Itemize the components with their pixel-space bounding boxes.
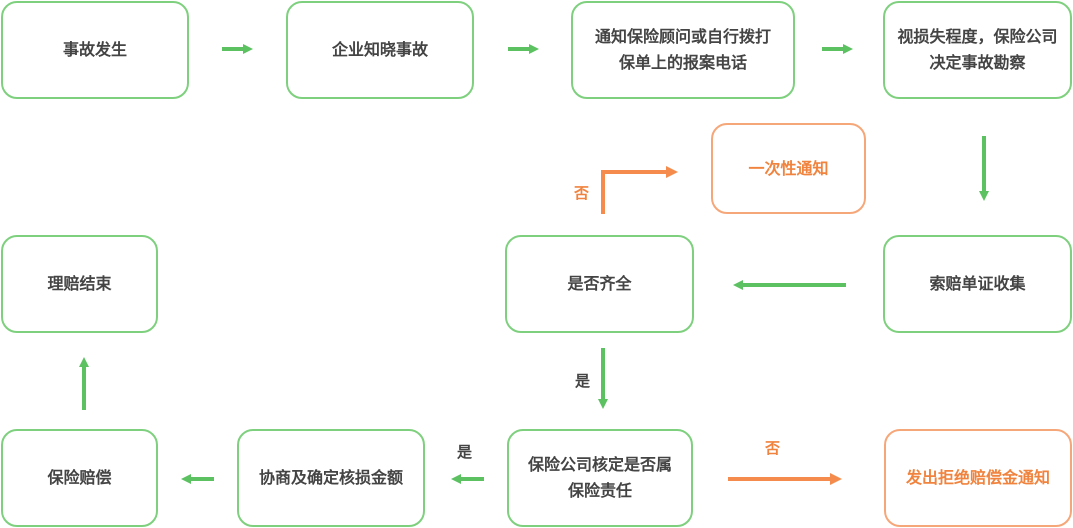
node-insurance-pay: 保险赔偿	[1, 429, 158, 527]
node-one-time-notice-label: 一次性通知	[748, 158, 829, 178]
arrow-check-no-to-notice	[601, 166, 678, 214]
label-no-bottom: 否	[765, 439, 781, 457]
node-negotiate-label: 协商及确定核损金额	[258, 468, 403, 487]
node-survey: 视损失程度，保险公司决定事故勘察	[883, 1, 1072, 99]
node-collect-docs: 索赔单证收集	[883, 235, 1072, 333]
node-liability-check: 保险公司核定是否属保险责任	[507, 429, 693, 527]
node-complete-check: 是否齐全	[505, 235, 694, 333]
label-yes-bottom: 是	[457, 443, 473, 461]
node-rejection-notice-label: 发出拒绝赔偿金通知	[905, 468, 1050, 487]
label-no-top: 否	[574, 184, 590, 202]
node-company-aware-label: 企业知晓事故	[331, 40, 428, 59]
node-accident-label: 事故发生	[62, 40, 127, 59]
node-liability-check-label: 保险公司核定是否属保险责任	[527, 455, 672, 500]
node-notify-label: 通知保险顾问或自行拨打保单上的报案电话	[594, 27, 771, 72]
node-complete-check-label: 是否齐全	[567, 274, 632, 293]
node-company-aware: 企业知晓事故	[286, 1, 474, 99]
node-survey-label: 视损失程度，保险公司决定事故勘察	[897, 27, 1058, 72]
node-rejection-notice: 发出拒绝赔偿金通知	[884, 429, 1072, 527]
node-insurance-pay-label: 保险赔偿	[47, 468, 112, 487]
node-end-label: 理赔结束	[47, 274, 112, 293]
label-yes-mid: 是	[575, 372, 591, 390]
node-accident: 事故发生	[1, 1, 189, 99]
node-collect-docs-label: 索赔单证收集	[929, 274, 1026, 293]
node-end: 理赔结束	[1, 235, 158, 333]
node-notify: 通知保险顾问或自行拨打保单上的报案电话	[571, 1, 795, 99]
node-one-time-notice: 一次性通知	[711, 123, 866, 214]
node-negotiate: 协商及确定核损金额	[237, 429, 425, 527]
